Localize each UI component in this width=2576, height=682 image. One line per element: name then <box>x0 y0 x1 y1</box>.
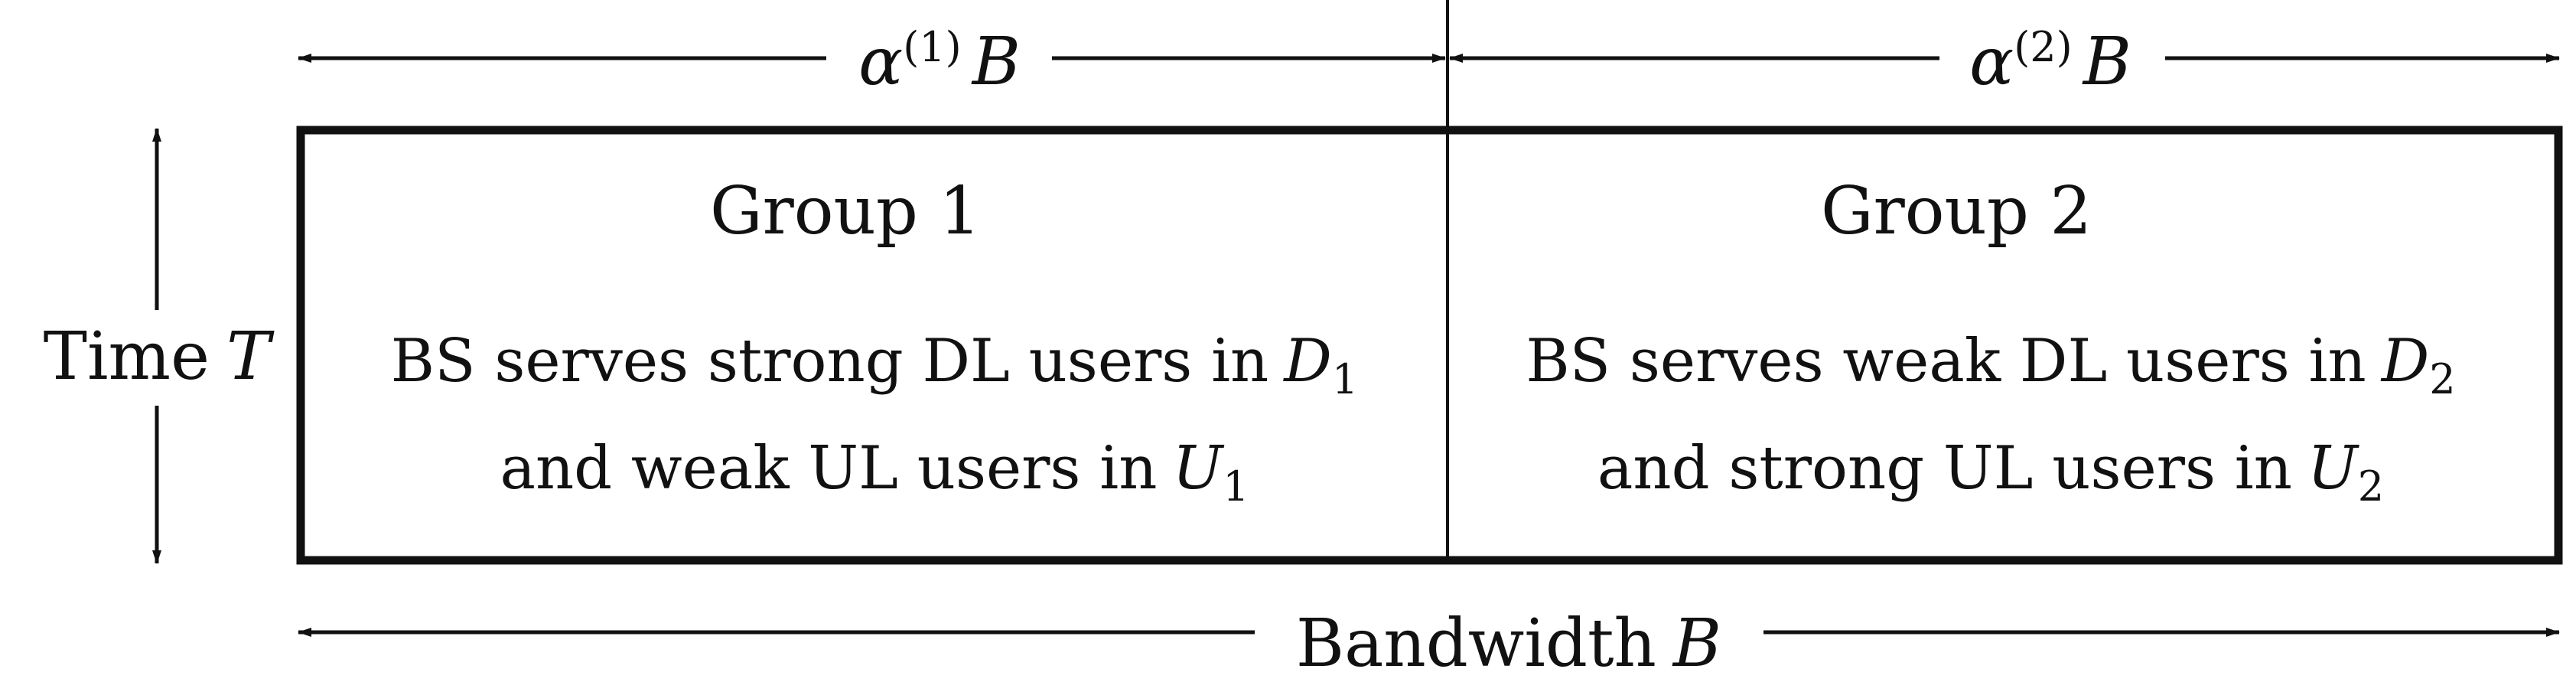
time-variable: T <box>226 318 275 395</box>
group1-line1-text: BS serves strong DL users in <box>391 327 1269 396</box>
time-word: Time <box>44 318 210 395</box>
alpha1-bandwidth-label: α(1)B <box>858 23 1021 100</box>
alpha2-bandwidth-label: α(2)B <box>1969 23 2131 100</box>
group1-title: Group 1 <box>710 173 981 250</box>
group2-line1-text: BS serves weak DL users in <box>1526 327 2366 396</box>
group2-dl-set-subscript: 2 <box>2429 355 2455 403</box>
group1-ul-set-subscript: 1 <box>1223 462 1249 511</box>
group2-line2-text: and strong UL users in <box>1597 434 2292 503</box>
alpha1-bandwidth-variable: B <box>971 24 1021 100</box>
alpha1-superscript: (1) <box>903 23 962 71</box>
alpha2-bandwidth-arrow: α(2)B <box>1449 23 2560 100</box>
bandwidth-variable: B <box>1672 605 1721 682</box>
group1-dl-set: D <box>1282 327 1332 396</box>
group2-dl-set: D <box>2380 327 2430 396</box>
group1-ul-set: U <box>1172 434 1224 503</box>
resource-block-rect <box>296 126 2563 565</box>
group2-ul-set: U <box>2307 434 2359 503</box>
alpha1-bandwidth-arrow: α(1)B <box>298 23 1446 100</box>
alpha2-bandwidth-variable: B <box>2082 24 2131 100</box>
alpha1-symbol: α <box>858 24 903 100</box>
alpha2-symbol: α <box>1969 24 2014 100</box>
bandwidth-word: Bandwidth <box>1296 605 1656 682</box>
group1-dl-set-subscript: 1 <box>1332 355 1358 403</box>
alpha2-superscript: (2) <box>2014 23 2073 71</box>
group1-line2-text: and weak UL users in <box>500 434 1157 503</box>
group2-ul-set-subscript: 2 <box>2358 462 2384 511</box>
group2-title: Group 2 <box>1821 173 2092 250</box>
